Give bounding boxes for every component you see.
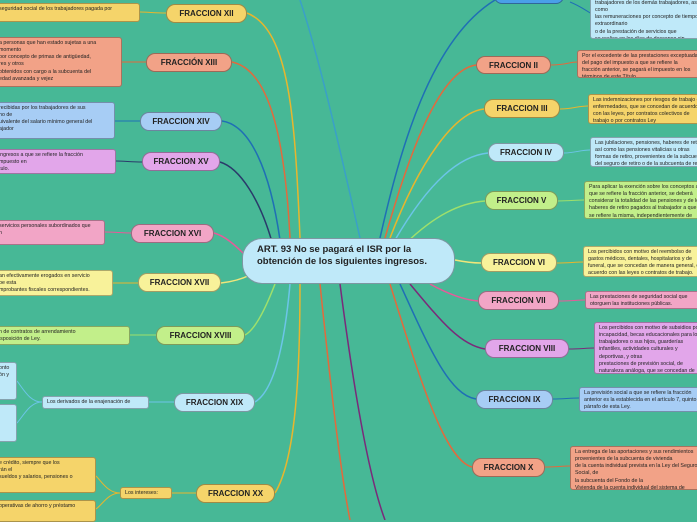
fraccion-xiii[interactable]: FRACCIÓN XIII	[146, 53, 232, 72]
fraccion-x-text: La entrega de las aportaciones y sus ren…	[570, 446, 697, 490]
fraccion-vii-text: Las prestaciones de seguridad social que…	[585, 291, 697, 309]
fraccion-xix-subleaf-2	[0, 404, 17, 442]
link-vii	[429, 283, 479, 302]
link-xix	[254, 283, 291, 403]
link-ix	[399, 283, 477, 400]
fraccion-ix-text: La previsión social a que se refiere la …	[579, 387, 697, 412]
link-down	[319, 283, 351, 520]
fraccion-xviii[interactable]: FRACCION XVIII	[156, 326, 245, 345]
fraccion-xix-subleaf-1: onto ón y	[0, 362, 17, 400]
fraccion-vii[interactable]: FRACCION VII	[478, 291, 559, 310]
fraccion-ix[interactable]: FRACCION IX	[476, 390, 553, 409]
central-topic[interactable]: ART. 93 No se pagará el ISR por la obten…	[242, 238, 455, 284]
fraccion-xvii[interactable]: FRACCION XVII	[138, 273, 221, 292]
link-top	[379, 0, 496, 239]
fraccion-iv[interactable]: FRACCION IV	[488, 143, 564, 162]
link-xvi	[213, 232, 246, 256]
fraccion-xv[interactable]: FRACCION XV	[142, 152, 220, 171]
fraccion-xx-subleaf-2: operativas de ahorro y préstamo	[0, 500, 96, 522]
fraccion-v-text: Para aplicar la exención sobre los conce…	[584, 181, 697, 219]
fraccion-iv-text: Las jubilaciones, pensiones, haberes de …	[590, 137, 697, 167]
fraccion-ii[interactable]: FRACCION II	[476, 56, 551, 74]
link-top-up	[299, 0, 361, 239]
fraccion-xiv-text: recibidas por los trabajadores de sus ho…	[0, 102, 115, 139]
fraccion-viii-text: Los percibidos con motivo de subsidios p…	[594, 322, 697, 374]
fraccion-iii-text: Las indemnizaciones por riesgos de traba…	[588, 94, 697, 124]
fraccion-xix-text: Los derivados de la enajenación de	[42, 396, 149, 409]
link-iii	[389, 108, 485, 239]
fraccion-xix[interactable]: FRACCION XIX	[174, 393, 255, 412]
fraccion-xii[interactable]: FRACCION XII	[166, 4, 247, 23]
fraccion-iii[interactable]: FRACCION III	[484, 99, 560, 118]
fraccion-xiv[interactable]: FRACCION XIV	[140, 112, 222, 131]
link-down2	[339, 283, 386, 520]
fraccion-ii-text: Por el excedente de las prestaciones exc…	[577, 50, 697, 78]
link-xiv	[221, 120, 281, 241]
link-ii	[384, 64, 477, 239]
top-right-node[interactable]	[494, 0, 564, 4]
fraccion-xvi[interactable]: FRACCION XVI	[131, 224, 214, 243]
fraccion-vi-text: Los percibidos con motivo del reembolso …	[583, 246, 697, 277]
fraccion-xvi-text: servicios personales subordinados que n	[0, 220, 105, 245]
link-v	[404, 200, 486, 245]
fraccion-x[interactable]: FRACCION X	[472, 458, 545, 477]
link-xx	[274, 283, 301, 494]
link-xiii	[231, 61, 291, 239]
fraccion-xvii-text: an efectivamente erogados en servicio be…	[0, 270, 113, 296]
link-xv	[219, 161, 273, 243]
link-vi	[454, 259, 482, 264]
link-x	[389, 283, 473, 468]
fraccion-v[interactable]: FRACCION V	[485, 191, 558, 210]
fraccion-xv-text: ingresos a que se refiere la fracción mp…	[0, 149, 116, 174]
link-iv	[394, 152, 489, 241]
link-xii	[246, 12, 301, 239]
fraccion-viii[interactable]: FRACCION VIII	[485, 339, 569, 358]
fraccion-xx-subleaf-1: e crédito, siempre que los rán el sueldo…	[0, 457, 96, 493]
link-xviii	[244, 283, 276, 336]
fraccion-xiii-text: a personas que han estado sujetas a una …	[0, 37, 122, 87]
fraccion-xx-text: Los intereses:	[120, 487, 172, 499]
fraccion-xx[interactable]: FRACCION XX	[196, 484, 275, 503]
fraccion-xii-text: seguridad social de los trabajadores pag…	[0, 3, 140, 22]
top-right-leaf: trabajadores de los demás trabajadores, …	[590, 0, 697, 39]
fraccion-vi[interactable]: FRACCION VI	[481, 253, 557, 272]
fraccion-xviii-text: n de contratos de arrendamiento isposici…	[0, 326, 130, 345]
link-viii	[409, 283, 486, 350]
